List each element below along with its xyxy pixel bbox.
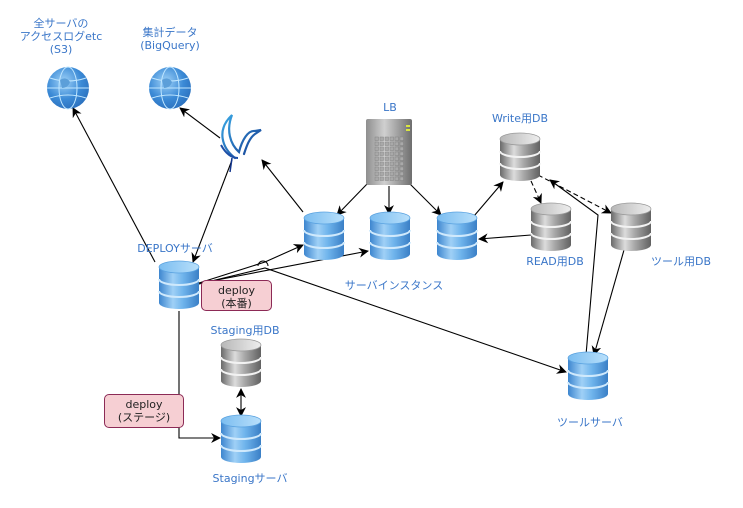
gray-database-icon	[530, 202, 572, 251]
gray-database-icon	[220, 338, 262, 387]
label-staging-db: Staging用DB	[210, 324, 280, 337]
edge-lb-to-app3	[408, 182, 442, 216]
edge-deploy_server-to-fluentd	[191, 159, 233, 263]
edge-app1-to-fluentd	[261, 159, 304, 213]
edge-tool_server-to-write_db	[549, 179, 599, 356]
edge-write_db-to-tool_db	[537, 174, 612, 214]
edge-deploy_server-to-s3	[72, 107, 156, 263]
blue-database-icon	[369, 211, 411, 260]
nodes-layer	[47, 66, 652, 463]
label-write-db: Write用DB	[491, 112, 549, 125]
gray-database-icon	[499, 132, 541, 181]
edge-lb-to-app1	[336, 182, 369, 216]
label-staging-server: Stagingサーバ	[212, 472, 288, 485]
label-tool-server: ツールサーバ	[557, 416, 623, 429]
edges-layer	[72, 107, 625, 443]
note-deploy-stage: deploy (ステージ)	[104, 394, 184, 428]
server-tower-icon	[366, 119, 412, 185]
gray-database-icon	[610, 202, 652, 251]
blue-database-icon	[436, 211, 478, 260]
edge-deploy_server-to-staging_server	[178, 311, 221, 443]
edge-read_db-to-app3	[478, 233, 532, 244]
label-lb: LB	[383, 101, 397, 114]
blue-database-icon	[158, 260, 200, 309]
blue-database-icon	[567, 351, 609, 400]
edge-deploy_server-to-tool_server	[198, 267, 567, 374]
blue-database-icon	[303, 211, 345, 260]
label-read-db: READ用DB	[526, 255, 584, 268]
label-tool-db: ツール用DB	[650, 255, 712, 268]
edge-tool_db-to-tool_server	[591, 249, 625, 356]
note-deploy-prod: deploy (本番)	[201, 280, 272, 311]
globe-icon	[47, 66, 89, 110]
edge-deploy_server-to-app1	[198, 244, 304, 284]
blue-database-icon	[220, 414, 262, 463]
edge-app3-to-write_db	[473, 181, 504, 217]
label-bigquery: 集計データ (BigQuery)	[140, 26, 200, 52]
label-server-instances: サーバインスタンス	[344, 279, 444, 292]
line-hop	[257, 260, 269, 267]
edge-fluentd-to-bigquery	[179, 107, 221, 139]
globe-icon	[149, 66, 191, 110]
label-s3: 全サーバの アクセスログetc (S3)	[19, 17, 103, 56]
label-deploy-server: DEPLOYサーバ	[137, 242, 213, 255]
edge-write_db-to-read_db	[530, 180, 542, 204]
bird-icon	[220, 114, 262, 173]
